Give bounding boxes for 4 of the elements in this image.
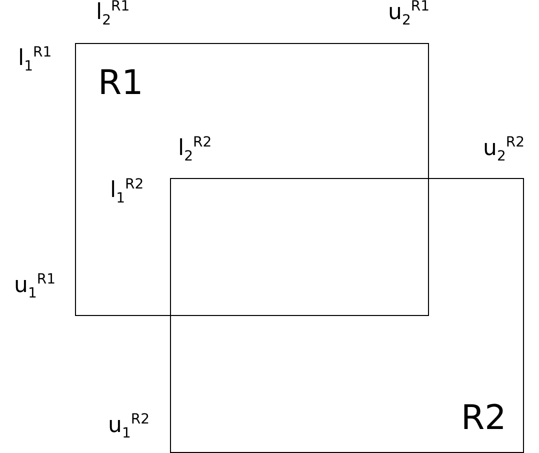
rectangle-region — [170, 178, 524, 453]
region-label: R2 — [461, 401, 506, 435]
rectangle-region — [75, 43, 429, 316]
region-label: R1 — [98, 66, 144, 100]
